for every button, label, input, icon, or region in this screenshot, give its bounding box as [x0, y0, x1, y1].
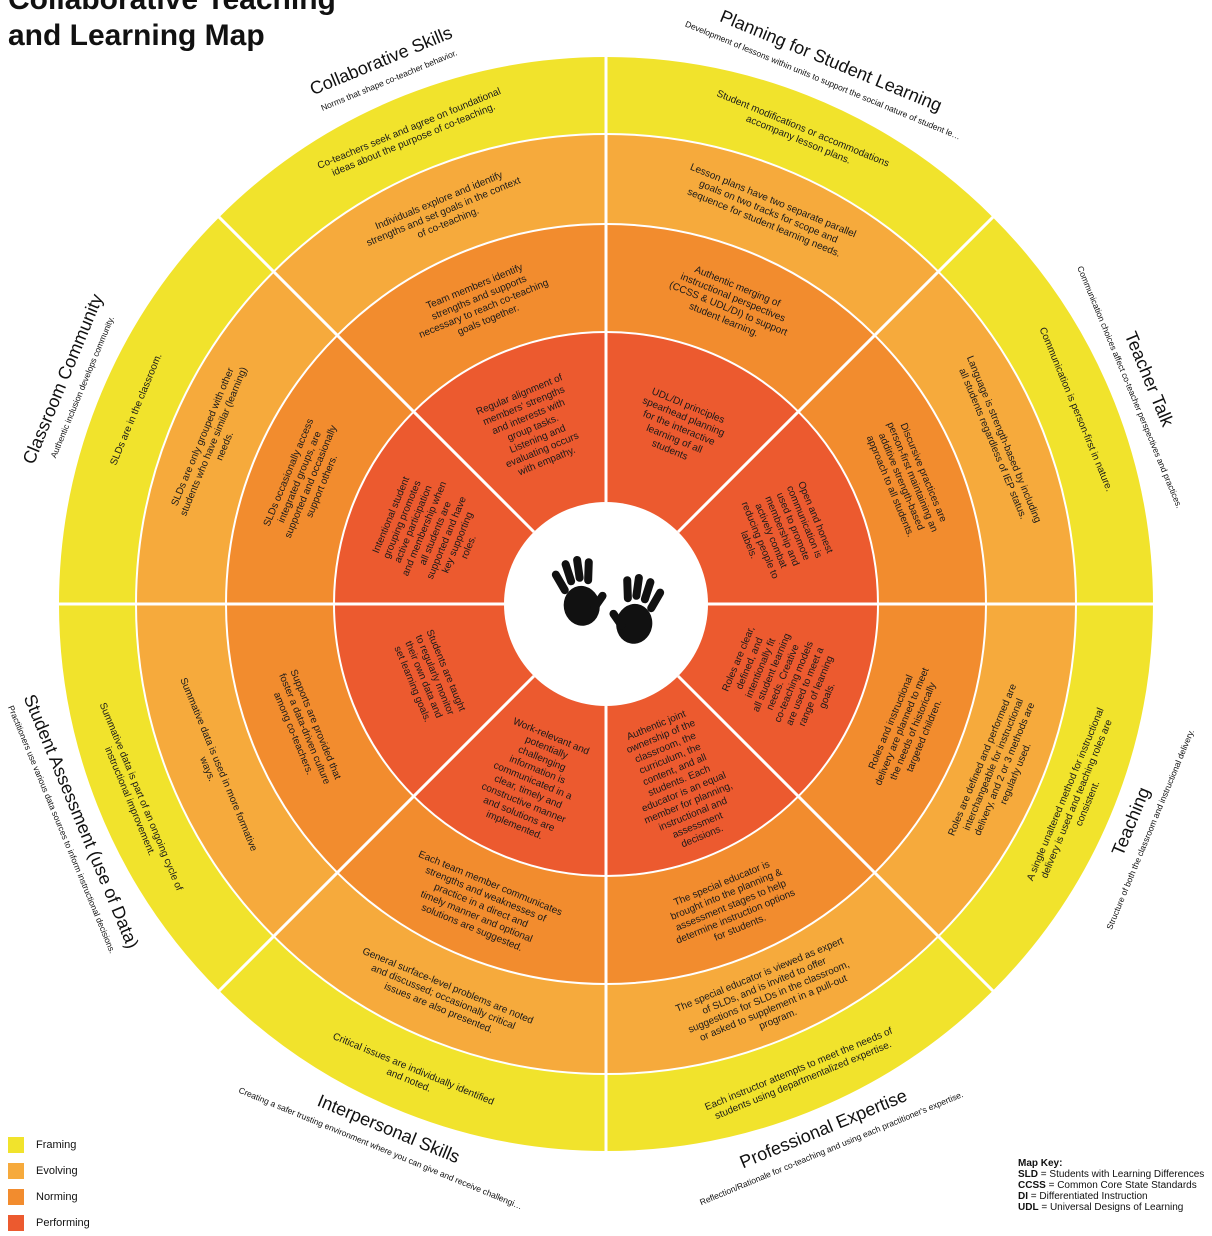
handprint-icon: [609, 573, 665, 644]
legend-item: Norming: [8, 1184, 90, 1210]
map-key-text: = Students with Learning Differences: [1040, 1169, 1205, 1180]
ring-outline: [225, 223, 987, 985]
sector-divider: [217, 215, 535, 533]
ring-outline: [135, 133, 1077, 1075]
cell-performing: Work-relevant andpotentiallychallengingi…: [480, 716, 591, 842]
sector-divider: [217, 675, 535, 993]
title-line-1: Collaborative Teaching: [8, 0, 336, 18]
handprint-icon: [551, 555, 607, 626]
legend-label: Framing: [36, 1139, 77, 1151]
map-key: Map Key: SLD = Students with Learning Di…: [1018, 1158, 1212, 1213]
legend-swatch-evolving: [8, 1163, 24, 1179]
cell-performing: Roles are clear,defined, andintentionall…: [721, 625, 838, 728]
legend-item: Evolving: [8, 1158, 90, 1184]
map-title: Collaborative Teaching and Learning Map: [8, 0, 336, 54]
map-key-heading: Map Key:: [1018, 1158, 1063, 1169]
legend: Framing Evolving Norming Performing: [8, 1132, 90, 1236]
legend-label: Evolving: [36, 1165, 78, 1177]
map-key-item: SLD = Students with Learning Differences: [1018, 1169, 1212, 1180]
legend-label: Performing: [36, 1217, 90, 1229]
legend-item: Framing: [8, 1132, 90, 1158]
map-key-text: = Common Core State Standards: [1048, 1180, 1197, 1191]
map-key-abbr: CCSS: [1018, 1180, 1046, 1191]
map-key-item: DI = Differentiated Instruction: [1018, 1191, 1212, 1202]
sector-divider: [677, 215, 995, 533]
map-key-item: UDL = Universal Designs of Learning: [1018, 1202, 1212, 1213]
map-key-item: CCSS = Common Core State Standards: [1018, 1180, 1212, 1191]
title-line-2: and Learning Map: [8, 19, 265, 52]
map-rings: [2, 0, 1210, 1208]
ring-outline: [57, 55, 1155, 1153]
map-center: [551, 555, 665, 644]
ring-outline: [333, 331, 879, 877]
legend-item: Performing: [8, 1210, 90, 1236]
map-key-abbr: SLD: [1018, 1169, 1038, 1180]
legend-swatch-norming: [8, 1189, 24, 1205]
map-key-text: = Universal Designs of Learning: [1041, 1202, 1184, 1213]
map-key-abbr: DI: [1018, 1191, 1028, 1202]
legend-swatch-performing: [8, 1215, 24, 1231]
center-disc: [504, 502, 708, 706]
legend-swatch-framing: [8, 1137, 24, 1153]
map-key-abbr: UDL: [1018, 1202, 1039, 1213]
map-key-text: = Differentiated Instruction: [1030, 1191, 1148, 1202]
legend-label: Norming: [36, 1191, 78, 1203]
sector-divider: [677, 675, 995, 993]
